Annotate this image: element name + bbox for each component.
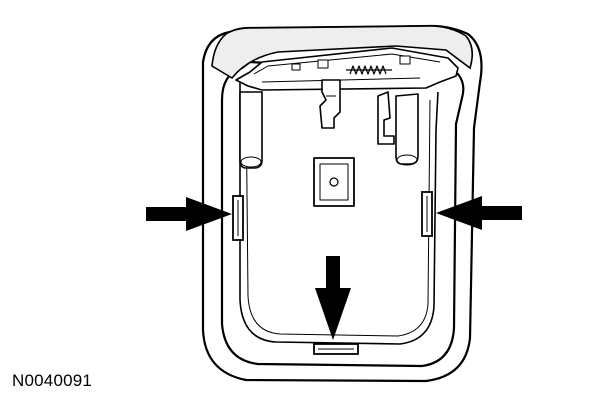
top-hood xyxy=(211,25,474,80)
inner-panel-outline xyxy=(239,80,439,345)
left-arrow xyxy=(146,197,232,231)
inner-panel xyxy=(239,80,439,345)
latch-mechanism xyxy=(235,47,459,91)
center-mount xyxy=(313,157,355,207)
bottom-release-tab xyxy=(313,343,359,355)
inner-housing-outline xyxy=(220,60,465,368)
right-clip-slot xyxy=(421,191,433,237)
down-arrow xyxy=(315,256,351,340)
left-clip-slot xyxy=(232,195,244,241)
left-post xyxy=(239,91,263,169)
right-arrow xyxy=(436,196,522,230)
mount-screw xyxy=(329,177,339,187)
figure-id-label: N0040091 xyxy=(12,371,93,390)
center-hook xyxy=(319,79,341,129)
spring xyxy=(346,65,392,75)
right-clip xyxy=(377,91,419,166)
